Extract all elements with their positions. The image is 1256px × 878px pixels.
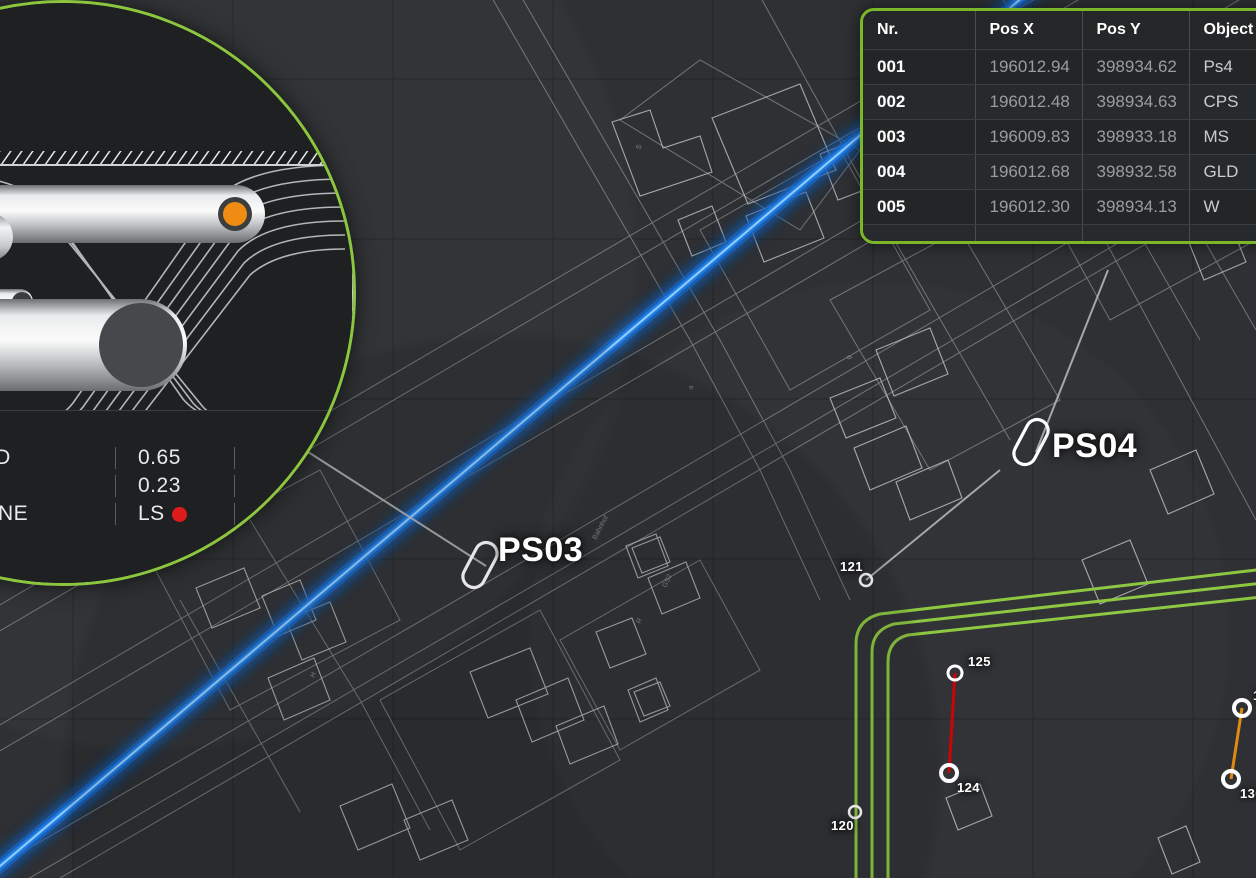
cell-object: Ps4: [1189, 49, 1256, 85]
attribute-data-table[interactable]: Nr. Pos X Pos Y Object 001 196012.94 398…: [860, 8, 1256, 244]
cell-pos-x: 196012.48: [975, 84, 1083, 120]
svg-text:GS2: GS2: [662, 573, 674, 589]
svg-text:S: S: [635, 143, 643, 150]
detail-zoom-inset[interactable]: AND 0.65 TE 0.23 PLINE: [0, 0, 356, 586]
cell-empty: [1082, 224, 1190, 241]
cell-object: MS: [1189, 119, 1256, 155]
cell-nr: 004: [863, 154, 976, 190]
cell-empty: [863, 224, 976, 241]
legend-value: 0.23: [138, 474, 181, 497]
cell-pos-y: 398933.18: [1082, 119, 1190, 155]
table-row[interactable]: 005 196012.30 398934.13 W: [863, 189, 1256, 225]
node-label-120: 120: [831, 818, 854, 833]
node-label-121: 121: [840, 559, 863, 574]
legend-value: 0.65: [138, 446, 181, 469]
node-label-1: 1: [1253, 688, 1256, 703]
table-header-row: Nr. Pos X Pos Y Object: [863, 11, 1256, 50]
station-label-ps03: PS03: [498, 531, 584, 569]
legend-value-wrap: 0.23: [138, 474, 234, 498]
legend-row: PLINE LS: [0, 501, 235, 527]
status-dot-icon: [171, 506, 187, 522]
table-row[interactable]: 002 196012.48 398934.63 CPS: [863, 84, 1256, 120]
cell-pos-y: 398932.58: [1082, 154, 1190, 190]
node-connectors: [947, 672, 1244, 780]
column-header-object[interactable]: Object: [1189, 11, 1256, 50]
station-label-ps04: PS04: [1052, 427, 1138, 465]
svg-text:Bahnhof: Bahnhof: [592, 515, 610, 541]
legend-divider-right: [234, 475, 235, 497]
legend-divider: [115, 447, 116, 469]
node-label-125: 125: [968, 654, 991, 669]
svg-text:q: q: [845, 354, 853, 360]
legend-row: AND 0.65: [0, 445, 235, 471]
svg-text:R: R: [636, 617, 645, 625]
svg-text:H: H: [310, 671, 319, 679]
legend-value: LS: [138, 502, 165, 525]
cell-object: W: [1189, 189, 1256, 225]
station-pill-markers: [461, 417, 1050, 590]
legend-label: TE: [0, 474, 115, 498]
area-callout-outlines: [854, 568, 1256, 878]
cell-pos-x: 196012.30: [975, 189, 1083, 225]
table-row[interactable]: 003 196009.83 398933.18 MS: [863, 119, 1256, 155]
column-header-pos-x[interactable]: Pos X: [975, 11, 1083, 50]
legend-label: AND: [0, 446, 115, 470]
table-row[interactable]: 001 196012.94 398934.62 Ps4: [863, 49, 1256, 85]
cell-nr: 005: [863, 189, 976, 225]
legend-value-wrap: LS: [138, 502, 234, 526]
cell-nr: 003: [863, 119, 976, 155]
table-row-empty: [863, 224, 1256, 241]
column-header-pos-y[interactable]: Pos Y: [1082, 11, 1190, 50]
cell-object: GLD: [1189, 154, 1256, 190]
legend-divider-right: [234, 503, 235, 525]
node-label-124: 124: [957, 780, 980, 795]
cell-pos-y: 398934.62: [1082, 49, 1190, 85]
legend-divider: [115, 503, 116, 525]
cell-empty: [975, 224, 1083, 241]
node-label-130: 130: [1240, 786, 1256, 801]
legend-row: TE 0.23: [0, 473, 235, 499]
cell-object: CPS: [1189, 84, 1256, 120]
cell-nr: 001: [863, 49, 976, 85]
table-row[interactable]: 004 196012.68 398932.58 GLD: [863, 154, 1256, 190]
cell-empty: [1189, 224, 1256, 241]
svg-text:a: a: [687, 384, 695, 390]
cell-pos-x: 196012.68: [975, 154, 1083, 190]
cell-pos-x: 196009.83: [975, 119, 1083, 155]
data-table-element: Nr. Pos X Pos Y Object 001 196012.94 398…: [863, 11, 1256, 241]
cell-pos-y: 398934.63: [1082, 84, 1190, 120]
legend-divider: [115, 475, 116, 497]
node-markers: [847, 572, 1252, 820]
cell-nr: 002: [863, 84, 976, 120]
legend-value-wrap: 0.65: [138, 446, 234, 470]
legend-label: PLINE: [0, 502, 29, 525]
cell-pos-x: 196012.94: [975, 49, 1083, 85]
cell-pos-y: 398934.13: [1082, 189, 1190, 225]
legend-divider-right: [234, 447, 235, 469]
detail-inset-legend: AND 0.65 TE 0.23 PLINE: [0, 410, 353, 583]
column-header-nr[interactable]: Nr.: [863, 11, 976, 50]
